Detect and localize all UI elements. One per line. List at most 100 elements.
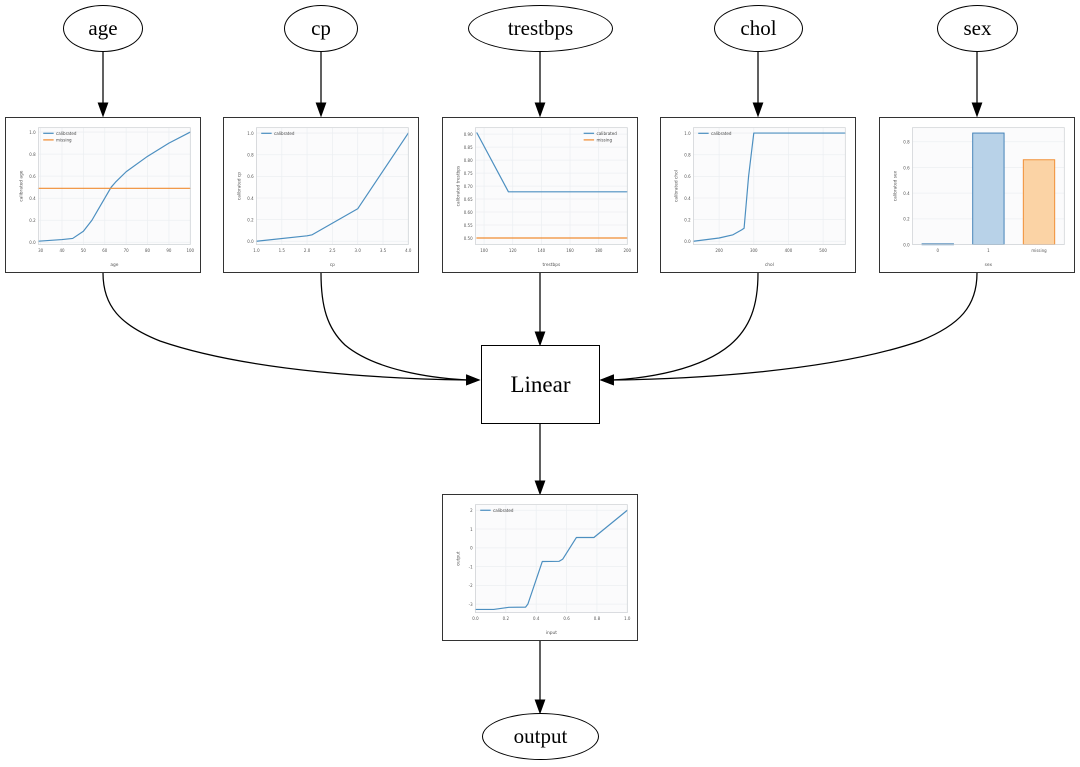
x-tick-label: 200 — [624, 248, 632, 253]
y-tick-label: 0.0 — [684, 239, 691, 244]
y-axis-label: calibrated sex — [892, 170, 898, 201]
series-calibrated — [692, 132, 846, 242]
y-tick-label: 0.90 — [464, 132, 473, 137]
x-tick-label: 0.8 — [594, 616, 601, 621]
x-tick-label: missing — [1031, 248, 1047, 253]
input-node-trestbps-label: trestbps — [507, 16, 574, 40]
x-axis-label: trestbps — [542, 262, 561, 268]
x-tick-label: 100 — [187, 248, 195, 253]
plot-spines — [912, 127, 1065, 245]
x-tick-label: 1.5 — [279, 248, 286, 253]
y-tick-label: 0.8 — [247, 153, 254, 158]
legend-label-calibrated: calibrated — [274, 131, 295, 136]
input-node-sex[interactable]: sex — [937, 5, 1018, 52]
input-node-age-label: age — [88, 16, 118, 40]
x-tick-label: 0.6 — [563, 616, 570, 621]
series-calibrated — [474, 509, 628, 610]
output-node[interactable]: output — [482, 713, 599, 760]
series-calibrated — [476, 132, 628, 193]
y-tick-label: 1.0 — [684, 131, 691, 136]
bar-missing — [1022, 159, 1056, 245]
series-calibrated — [37, 131, 191, 242]
y-tick-label: 0.85 — [464, 145, 473, 150]
x-tick-label: 180 — [595, 248, 603, 253]
plot-background — [475, 504, 628, 613]
y-tick-label: 0.50 — [464, 236, 473, 241]
input-node-cp[interactable]: cp — [284, 5, 358, 52]
x-tick-label: 2.5 — [329, 248, 336, 253]
y-tick-label: 0.6 — [29, 174, 36, 179]
plot-spines — [475, 127, 628, 245]
y-tick-label: 0.2 — [684, 218, 691, 223]
y-tick-label: 0.70 — [464, 184, 473, 189]
input-node-age[interactable]: age — [63, 5, 143, 52]
y-tick-label: 0.2 — [247, 218, 254, 223]
y-tick-label: 0.0 — [247, 239, 254, 244]
x-tick-label: 1.0 — [253, 248, 260, 253]
y-tick-label: 0.8 — [903, 140, 910, 145]
y-tick-label: 0.8 — [29, 152, 36, 157]
input-node-chol[interactable]: chol — [714, 5, 803, 52]
linear-node-label: Linear — [510, 372, 571, 397]
plot-spines — [693, 127, 846, 245]
x-tick-label: 30 — [38, 248, 44, 253]
y-axis-label: calibrated trestbps — [455, 165, 461, 206]
y-axis-label: output — [455, 551, 461, 565]
y-tick-label: 0.80 — [464, 158, 473, 163]
plot-background — [38, 127, 191, 245]
x-axis-label: sex — [985, 263, 993, 268]
y-axis-label: calibrated chol — [673, 170, 679, 202]
x-tick-label: 200 — [715, 248, 723, 253]
y-axis-label: calibrated age — [18, 170, 24, 201]
x-tick-label: 90 — [166, 248, 172, 253]
y-tick-label: 0.6 — [684, 174, 691, 179]
y-tick-label: 0 — [470, 546, 473, 551]
y-tick-label: 0.2 — [29, 218, 36, 223]
x-tick-label: 140 — [538, 248, 546, 253]
y-tick-label: 0.0 — [903, 242, 910, 247]
x-tick-label: 3.5 — [380, 248, 387, 253]
x-tick-label: 500 — [819, 248, 827, 253]
y-tick-label: 0.2 — [903, 217, 910, 222]
y-tick-label: 0.6 — [247, 174, 254, 179]
y-tick-label: 0.4 — [684, 196, 691, 201]
y-tick-label: 0.65 — [464, 197, 473, 202]
y-tick-label: -3 — [469, 602, 473, 607]
legend-label-missing: missing — [596, 138, 612, 143]
y-tick-label: 0.8 — [684, 153, 691, 158]
x-tick-label: 80 — [145, 248, 151, 253]
plot-spines — [38, 127, 191, 245]
bar-1 — [972, 132, 1005, 245]
input-node-trestbps[interactable]: trestbps — [468, 5, 613, 52]
x-tick-label: 0 — [937, 248, 940, 253]
x-tick-label: 100 — [480, 248, 488, 253]
linear-node[interactable]: Linear — [481, 345, 600, 424]
x-tick-label: 120 — [509, 248, 517, 253]
y-tick-label: 1 — [470, 527, 473, 532]
input-node-cp-label: cp — [311, 16, 331, 40]
x-tick-label: 0.4 — [533, 616, 540, 621]
y-tick-label: 0.60 — [464, 210, 473, 215]
y-tick-label: 1.0 — [247, 131, 254, 136]
y-tick-label: -1 — [469, 564, 473, 569]
legend-label-calibrated: calibrated — [596, 131, 617, 136]
y-tick-label: 1.0 — [29, 130, 36, 135]
input-node-chol-label: chol — [740, 16, 777, 40]
x-tick-label: 160 — [566, 248, 574, 253]
x-tick-label: 3.0 — [355, 248, 362, 253]
y-tick-label: 0.4 — [247, 196, 254, 201]
legend-label-missing: missing — [56, 138, 72, 143]
